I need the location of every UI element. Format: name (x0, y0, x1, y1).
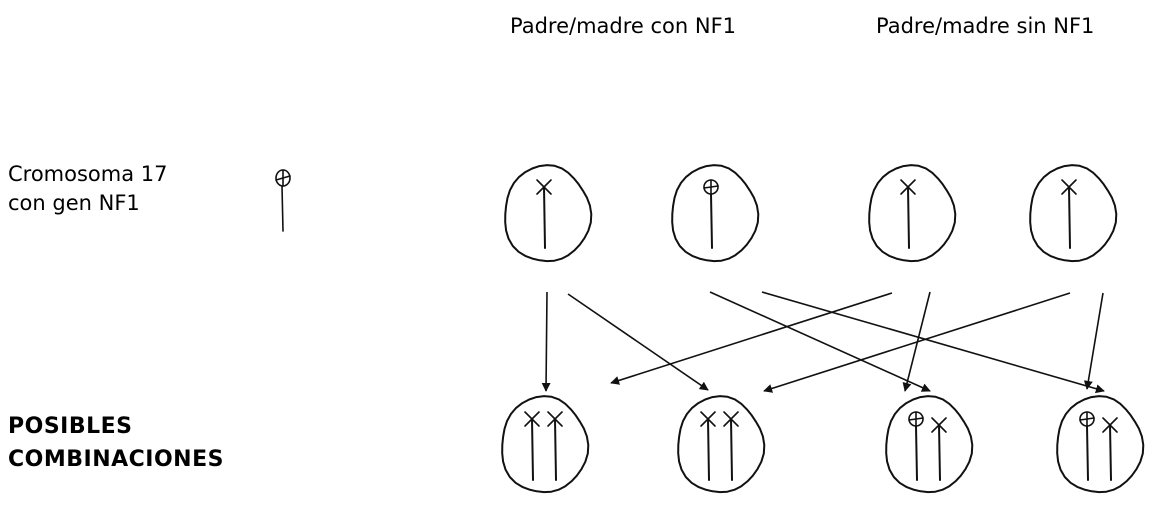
legend-line-2: con gen NF1 (8, 191, 140, 215)
inheritance-arrow (541, 291, 551, 392)
combinations-title-line-1: POSIBLES (8, 414, 133, 439)
inheritance-arrow (610, 292, 893, 385)
legend-label: Cromosoma 17 con gen NF1 (8, 160, 168, 218)
chromosome-normal (547, 411, 563, 481)
chromosome-nf1 (908, 411, 924, 481)
chromosome-nf1 (1079, 411, 1095, 481)
offspring-cell-3 (885, 395, 974, 494)
inheritance-arrow (709, 291, 931, 392)
combinations-title-line-2: COMBINACIONES (8, 447, 224, 472)
offspring-cell-2 (677, 395, 766, 494)
parent-cell-3 (868, 164, 957, 263)
chromosome-normal (931, 417, 947, 481)
inheritance-arrow (1083, 292, 1104, 390)
chromosome-nf1 (703, 179, 719, 249)
chromosome-with-nf1-gene-icon (275, 169, 291, 232)
chromosome-normal (700, 411, 716, 481)
chromosome-normal (723, 411, 739, 481)
inheritance-arrow (567, 293, 709, 391)
parent-cell-4 (1029, 164, 1118, 263)
chromosome-normal (1102, 417, 1118, 481)
legend-line-1: Cromosoma 17 (8, 162, 168, 186)
combinations-title: POSIBLES COMBINACIONES (8, 410, 224, 476)
offspring-cell-1 (501, 395, 590, 494)
chromosome-normal (900, 179, 916, 249)
header-parent-without-nf1: Padre/madre sin NF1 (876, 14, 1095, 38)
inheritance-arrow (763, 292, 1071, 393)
chromosome-normal (1061, 179, 1077, 249)
header-parent-with-nf1: Padre/madre con NF1 (510, 14, 737, 38)
chromosome-normal (524, 411, 540, 481)
chromosome-normal (536, 179, 552, 249)
parent-cell-2 (671, 164, 760, 263)
parent-cell-1 (504, 164, 593, 263)
offspring-cell-4 (1056, 395, 1145, 494)
inheritance-arrow (761, 291, 1105, 394)
